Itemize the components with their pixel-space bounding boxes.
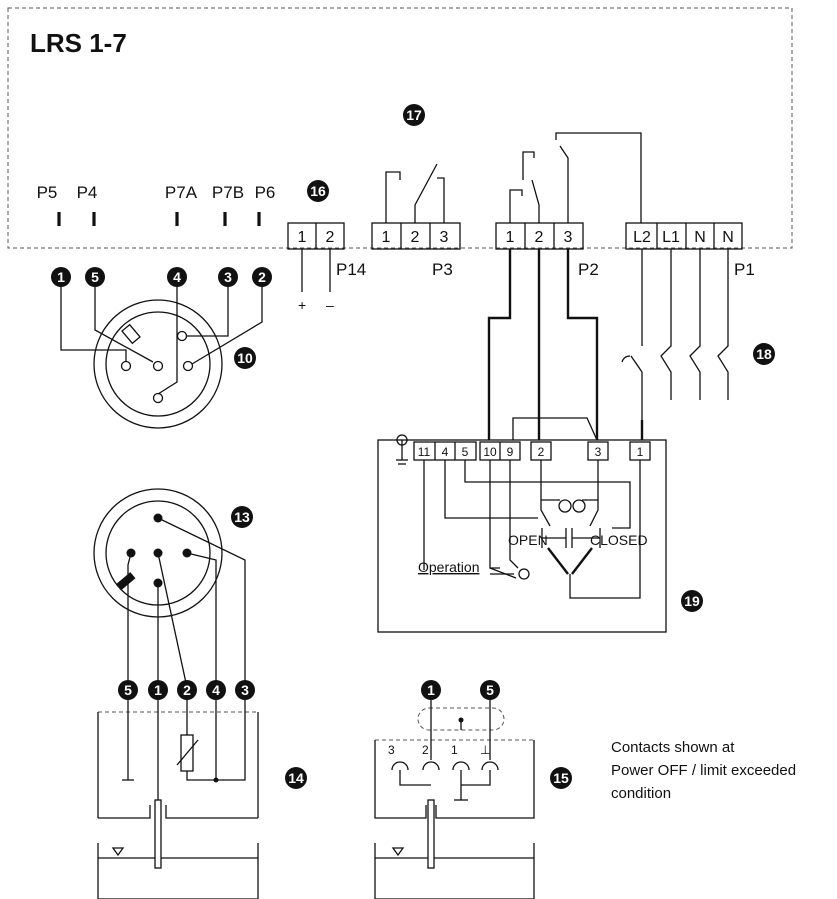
svg-text:1: 1 — [57, 269, 65, 285]
badge-15-5: 5 — [480, 680, 500, 700]
svg-text:10: 10 — [237, 350, 253, 366]
svg-text:5: 5 — [124, 682, 132, 698]
pin-label-p7b: P7B — [212, 183, 244, 202]
svg-text:5: 5 — [462, 445, 469, 459]
svg-text:3: 3 — [241, 682, 249, 698]
svg-text:1: 1 — [637, 445, 644, 459]
terminal-block-p2: 1 2 3 — [495, 132, 642, 250]
svg-text:13: 13 — [234, 509, 250, 525]
svg-text:L1: L1 — [662, 229, 680, 246]
note-line-1: Contacts shown at — [611, 739, 735, 756]
badge-1: 1 — [51, 267, 71, 287]
badge-13: 13 — [231, 506, 253, 528]
svg-text:1: 1 — [427, 682, 435, 698]
label-closed: CLOSED — [590, 532, 648, 548]
svg-text:4: 4 — [212, 682, 220, 698]
p2-wiring — [487, 249, 599, 441]
svg-text:4: 4 — [442, 445, 449, 459]
block-label-p1: P1 — [734, 260, 755, 279]
badge-14: 14 — [285, 767, 307, 789]
mains-switch — [621, 249, 729, 440]
svg-text:2: 2 — [538, 445, 545, 459]
badge-2: 2 — [252, 267, 272, 287]
svg-text:N: N — [722, 229, 734, 246]
svg-text:1: 1 — [506, 229, 515, 246]
svg-text:2: 2 — [183, 682, 191, 698]
device-enclosure — [7, 7, 793, 249]
electrode-15: 3 2 1 ⊥ — [374, 700, 535, 899]
svg-text:2: 2 — [535, 229, 544, 246]
svg-text:16: 16 — [310, 183, 326, 199]
note-line-2: Power OFF / limit exceeded — [611, 762, 796, 779]
pin-stubs — [57, 212, 261, 226]
svg-text:N: N — [694, 229, 706, 246]
svg-text:3: 3 — [388, 743, 395, 757]
svg-text:14: 14 — [288, 770, 304, 786]
svg-text:9: 9 — [507, 445, 514, 459]
badge-14-1: 1 — [148, 680, 168, 700]
svg-text:1: 1 — [451, 743, 458, 757]
svg-text:2: 2 — [326, 229, 335, 246]
polarity-minus: – — [326, 297, 334, 313]
svg-text:5: 5 — [91, 269, 99, 285]
terminal-block-p3: 1 2 3 — [371, 163, 461, 250]
badge-3: 3 — [218, 267, 238, 287]
pin-label-p4: P4 — [77, 183, 98, 202]
block-label-p14: P14 — [336, 260, 366, 279]
badge-5: 5 — [85, 267, 105, 287]
badge-14-2: 2 — [177, 680, 197, 700]
badge-16: 16 — [307, 180, 329, 202]
actuator-box: 11 4 5 10 9 2 3 1 — [377, 434, 667, 633]
svg-text:1: 1 — [298, 229, 307, 246]
svg-text:L2: L2 — [633, 229, 651, 246]
svg-text:2: 2 — [411, 229, 420, 246]
svg-text:2: 2 — [422, 743, 429, 757]
badge-15: 15 — [550, 767, 572, 789]
svg-text:3: 3 — [224, 269, 232, 285]
polarity-plus: + — [298, 297, 306, 313]
connector-10 — [60, 287, 263, 429]
pin-label-p6: P6 — [255, 183, 276, 202]
badge-14-4: 4 — [206, 680, 226, 700]
badge-14-3: 3 — [235, 680, 255, 700]
badge-19: 19 — [681, 590, 703, 612]
note-line-3: condition — [611, 785, 671, 802]
badge-18: 18 — [753, 343, 775, 365]
terminal-block-p1: L2 L1 N N — [625, 222, 743, 250]
svg-text:4: 4 — [173, 269, 181, 285]
label-operation: Operation — [418, 559, 479, 575]
connector-13 — [93, 488, 246, 684]
svg-text:5: 5 — [486, 682, 494, 698]
svg-text:18: 18 — [756, 346, 772, 362]
svg-text:2: 2 — [258, 269, 266, 285]
device-title: LRS 1-7 — [30, 28, 127, 58]
badge-14-5: 5 — [118, 680, 138, 700]
svg-text:3: 3 — [564, 229, 573, 246]
badge-15-1: 1 — [421, 680, 441, 700]
svg-text:15: 15 — [553, 770, 569, 786]
label-open: OPEN — [508, 532, 548, 548]
svg-text:⊥: ⊥ — [480, 743, 490, 757]
badge-17: 17 — [403, 104, 425, 126]
block-label-p3: P3 — [432, 260, 453, 279]
svg-text:1: 1 — [154, 682, 162, 698]
badge-10: 10 — [234, 347, 256, 369]
svg-text:19: 19 — [684, 593, 700, 609]
pin-label-p5: P5 — [37, 183, 58, 202]
svg-text:11: 11 — [418, 445, 431, 459]
electrode-14 — [97, 700, 259, 899]
svg-text:1: 1 — [382, 229, 391, 246]
terminal-block-p14: 1 2 — [287, 222, 345, 292]
badge-4: 4 — [167, 267, 187, 287]
block-label-p2: P2 — [578, 260, 599, 279]
svg-text:10: 10 — [483, 445, 497, 459]
svg-text:3: 3 — [440, 229, 449, 246]
pin-label-p7a: P7A — [165, 183, 198, 202]
svg-text:3: 3 — [595, 445, 602, 459]
svg-text:17: 17 — [406, 107, 422, 123]
